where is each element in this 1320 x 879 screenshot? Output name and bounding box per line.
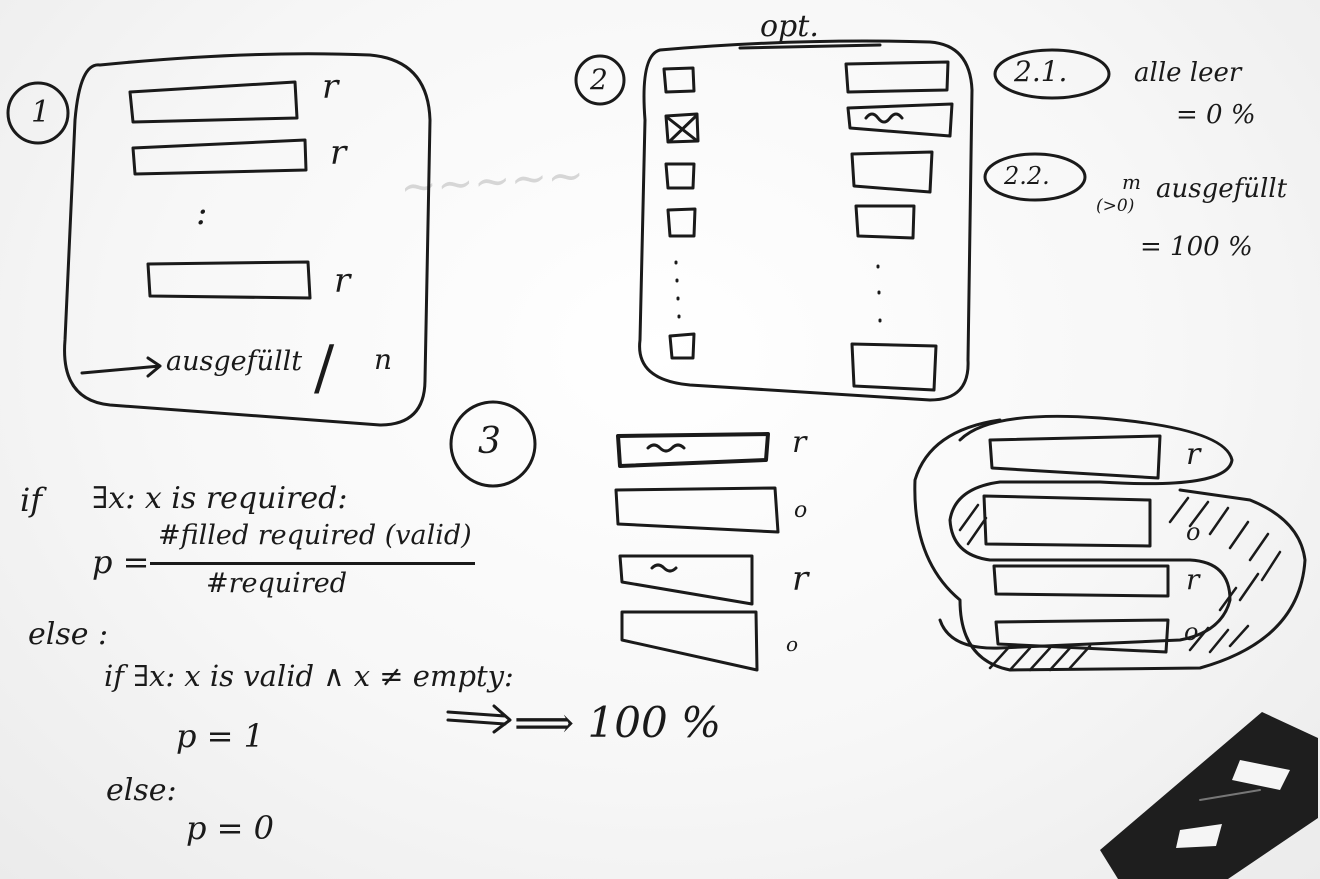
s3-field-4 <box>620 610 759 672</box>
section1-required-mark-2: r <box>330 133 347 173</box>
formula-result-100: ⟹ 100 % <box>514 698 721 747</box>
formula-else-1: else : <box>28 617 109 652</box>
s3-serpentine-outline <box>938 414 1234 650</box>
s3-hatching <box>958 496 1282 672</box>
section1-field-2 <box>131 138 308 176</box>
opt-field-2-filled <box>846 102 954 138</box>
formula-else-2: else: <box>106 773 177 808</box>
formula-condition-required: ∃x: x is required: <box>92 481 348 516</box>
section2-frame <box>638 39 974 402</box>
case-2-1-circle <box>993 48 1111 100</box>
s3-group-field-2 <box>982 494 1152 548</box>
formula-if: if <box>20 481 43 519</box>
s3-left-mark-1: r <box>792 425 807 460</box>
s3-field-2 <box>614 486 780 534</box>
s3-right-mark-4: o <box>1184 618 1199 646</box>
s3-field-3-scribble <box>650 563 678 573</box>
s3-group-field-3 <box>992 564 1170 598</box>
formula-p-zero: p = 0 <box>186 809 274 847</box>
opt-field-3 <box>850 150 934 194</box>
s3-group-field-4 <box>994 618 1170 654</box>
checkbox-2-cross <box>666 114 698 143</box>
case-2-1-label: 2.1. <box>1014 55 1068 88</box>
s3-right-mark-2: o <box>1186 518 1201 546</box>
section3-number-circle <box>449 400 537 488</box>
formula-fraction-bar <box>150 562 475 565</box>
s3-left-mark-3: r <box>792 559 809 599</box>
s3-right-mark-3: r <box>1186 563 1200 596</box>
checkbox-4 <box>666 207 697 238</box>
opt-field-5 <box>850 342 938 392</box>
section1-n: n <box>374 343 393 376</box>
section1-number-circle <box>6 81 70 145</box>
opt-field-1 <box>844 60 950 94</box>
formula-p-label: p = <box>92 543 150 581</box>
formula-numerator: #filled required (valid) <box>158 520 472 551</box>
s3-field-3-filled <box>618 554 754 606</box>
eraser <box>1100 712 1318 879</box>
case-2-2-prefix-m: m <box>1122 170 1141 194</box>
section3-number: 3 <box>478 421 501 462</box>
section1-field-1 <box>128 80 299 124</box>
formula-p-one: p = 1 <box>176 717 264 755</box>
section1-slash: / <box>314 333 335 403</box>
opt-field-2-scribble <box>864 112 904 124</box>
s3-group-field-1 <box>988 434 1162 480</box>
checkbox-2-checked <box>664 112 700 144</box>
section1-ellipsis: : <box>196 193 208 233</box>
section1-filled-label: ausgefüllt <box>166 346 303 377</box>
section2-number: 2 <box>590 63 608 96</box>
formula-condition-valid: if ∃x: x is valid ∧ x ≠ empty: <box>104 659 514 693</box>
section2-number-circle <box>574 54 626 106</box>
opt-field-dots <box>876 264 882 323</box>
s3-right-mark-1: r <box>1186 437 1201 472</box>
opt-underline <box>738 43 882 50</box>
case-2-2-line1: ausgefüllt <box>1156 174 1288 204</box>
checkbox-1 <box>662 66 696 94</box>
case-2-2-label: 2.2. <box>1004 162 1050 190</box>
case-2-1-line1: alle leer <box>1134 58 1242 88</box>
section1-required-mark-3: r <box>334 261 351 301</box>
checkbox-5 <box>668 332 696 360</box>
s3-outer-outline <box>913 418 1307 672</box>
s3-left-mark-2: o <box>794 498 808 523</box>
implies-arrow <box>446 704 512 734</box>
s3-left-mark-4: o <box>786 632 799 656</box>
section1-frame <box>63 52 432 427</box>
case-2-1-line2: = 0 % <box>1176 100 1256 130</box>
formula-denominator: #required <box>206 568 347 599</box>
section2-header-opt: opt. <box>760 9 819 44</box>
section1-field-3 <box>146 260 312 300</box>
s3-field-1-filled <box>616 432 770 468</box>
case-2-2-prefix-gt0: (>0) <box>1096 196 1135 216</box>
case-2-2-line2: = 100 % <box>1140 232 1253 262</box>
case-2-2-circle <box>983 152 1087 202</box>
section1-required-mark-1: r <box>322 67 339 107</box>
opt-field-4 <box>854 204 916 240</box>
s3-field-1-scribble <box>646 443 686 453</box>
section1-arrow <box>80 356 162 378</box>
section1-number: 1 <box>31 95 51 130</box>
checkbox-dots <box>674 260 681 319</box>
checkbox-3 <box>664 162 696 190</box>
